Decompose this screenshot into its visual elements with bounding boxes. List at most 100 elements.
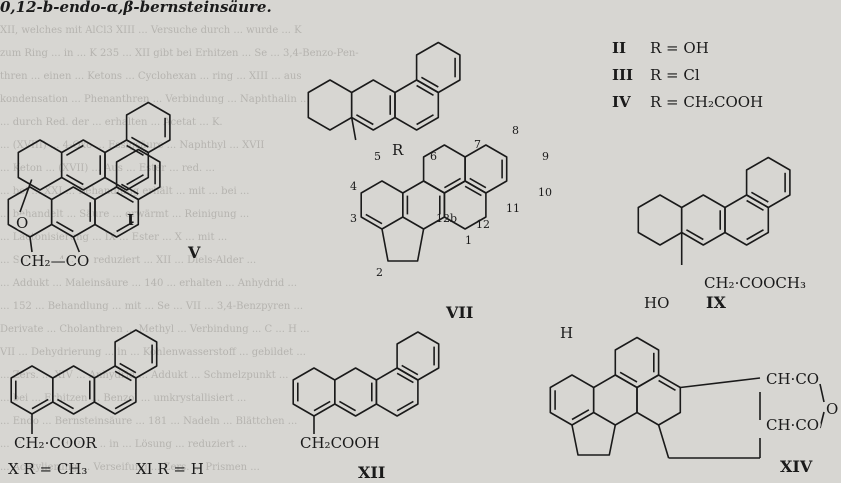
double-bond: [57, 398, 74, 410]
ring-I-d: [125, 101, 171, 154]
background-text-line: ... behandelt ... Säure ... erwärmt ... …: [0, 209, 250, 220]
double-bond: [746, 229, 764, 241]
label-compound-IV: IV: [612, 93, 631, 111]
double-bond: [356, 114, 374, 126]
double-bond: [416, 84, 434, 96]
background-text-line: ... 152 ... Behandlung ... mit ... Se ..…: [0, 301, 304, 312]
ring-II-a: [307, 79, 353, 131]
atom-XII-acid: CH₂COOH: [300, 434, 380, 452]
background-text-line: ... Lactonisierung ... IX ... Ester ... …: [0, 232, 228, 243]
double-bond: [746, 199, 764, 211]
double-bond: [571, 409, 590, 421]
num-VII-7: 7: [474, 138, 481, 151]
V-bridge-left: [29, 236, 33, 253]
background-text-line: ... (XVIII) ... 4-Oxo ... Essigsäure ...…: [0, 140, 265, 151]
num-VII-2: 2: [376, 266, 383, 279]
background-text-line: ... Endo ... Bernsteinsäure ... 181 ... …: [0, 416, 298, 427]
double-bond: [416, 114, 434, 126]
double-bond: [339, 400, 356, 412]
double-bond: [365, 213, 383, 225]
label-compound-I: I: [127, 211, 134, 229]
num-VII-5: 5: [374, 150, 381, 163]
double-bond: [444, 177, 461, 189]
num-VII-8: 8: [512, 124, 519, 137]
ring-XII-a: [292, 367, 336, 417]
ring-XII-b: [333, 367, 378, 417]
atom-XIV-CO1: CH·CO: [766, 370, 819, 388]
atom-XIV-O: O: [826, 400, 838, 418]
double-bond: [313, 400, 331, 412]
double-bond: [421, 76, 439, 88]
atom-V-ketone: CH₂—CO: [20, 252, 89, 270]
ring-X-b: [51, 365, 96, 415]
num-VII-12: 12: [476, 218, 490, 231]
label-compound-V: V: [187, 243, 201, 262]
atom-IX-ester: CH₂·COOCH₃: [704, 274, 806, 292]
R-bond: [350, 117, 357, 141]
num-VII-12b: 12b: [436, 212, 457, 225]
double-bond: [619, 371, 638, 383]
double-bond: [686, 229, 704, 241]
num-VII-11: 11: [506, 202, 520, 215]
double-bond: [396, 400, 414, 412]
num-VII-10: 10: [538, 186, 552, 199]
double-bond: [658, 379, 676, 391]
atom-I-oxygen: O: [16, 214, 28, 232]
background-text-line: ... Säure ... 425 ... reduziert ... XII …: [0, 255, 257, 266]
label-compound-X-R: X R = CH₃: [8, 460, 87, 478]
atom-IX-hydroxy: HO: [644, 294, 669, 312]
XIV-bridge-top: [680, 377, 761, 389]
double-bond: [56, 221, 74, 233]
background-text-line: XII, welches mit AlCl3 XIII ... Versuche…: [0, 25, 302, 36]
double-bond: [131, 136, 149, 148]
ring-XIV-cyclopenta: [571, 424, 617, 456]
double-bond: [126, 144, 144, 156]
double-bond: [116, 221, 134, 233]
ring-VII-e: [464, 144, 508, 194]
background-text-line: ... durch Red. der ... erhalten ... Acet…: [0, 117, 223, 128]
ring-I-a: [17, 139, 63, 191]
background-text-line: ... Addukt ... Maleinsäure ... 140 ... e…: [0, 278, 298, 289]
ring-IX-d: [745, 156, 791, 209]
ring-X-c: [93, 365, 137, 415]
label-compound-XII: XII: [358, 463, 385, 482]
XIV-anhydride-top: [819, 383, 825, 403]
ring-V-a: [7, 186, 53, 238]
ring-V-b: [50, 186, 96, 238]
double-bond: [119, 362, 137, 374]
ring-XIV-d: [614, 336, 660, 389]
ring-XIV-c: [636, 374, 682, 426]
background-text-line: thren ... einen ... Ketons ... Cyclohexa…: [0, 71, 302, 82]
double-bond: [469, 177, 487, 189]
label-compound-XIV: XIV: [780, 457, 813, 476]
ring-II-c: [394, 79, 440, 131]
section-header: 0,12-b-endo-α,β-bernsteinsäure.: [0, 0, 278, 18]
label-compound-XI-R: XI R = H: [136, 460, 204, 478]
double-bond: [31, 398, 49, 410]
double-bond: [396, 372, 414, 384]
carbonyl-bond: [19, 179, 33, 213]
num-VII-1: 1: [465, 234, 472, 247]
label-compound-VII: VII: [445, 303, 473, 322]
ring-II-b: [350, 79, 396, 131]
double-bond: [65, 144, 84, 156]
ring-XIV-b: [592, 374, 638, 426]
double-bond: [126, 174, 144, 186]
V-bridge-right: [72, 236, 81, 253]
XIV-bridge-down: [657, 424, 670, 459]
rgroup-IV: R = CH₂COOH: [650, 93, 763, 111]
label-compound-III: III: [612, 66, 633, 84]
double-bond: [121, 183, 139, 195]
ring-IX-c: [724, 194, 770, 246]
num-VII-3: 3: [350, 212, 357, 225]
label-compound-IX: IX: [706, 293, 726, 312]
double-bond: [401, 364, 419, 376]
ring-XII-d: [396, 331, 440, 381]
background-text-line: ... bei ... Erhitzen ... Benzol ... umkr…: [0, 393, 247, 404]
ring-II-d: [415, 41, 461, 94]
double-bond: [66, 174, 84, 186]
XIV-anhydride-bottom: [819, 411, 825, 429]
rgroup-III: R = Cl: [650, 66, 700, 84]
